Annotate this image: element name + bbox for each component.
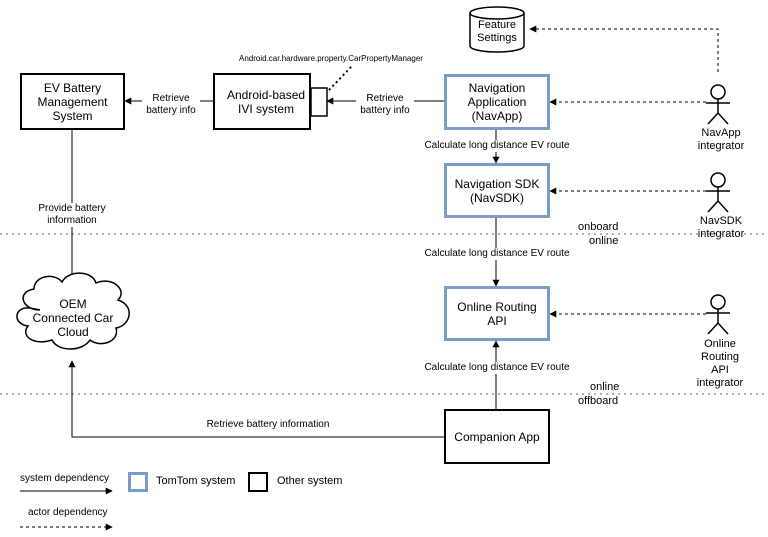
retrieve-battery-info-label-1: Retrieve battery info xyxy=(142,93,200,117)
legend-tomtom-swatch xyxy=(128,472,148,492)
navapp-integrator-actor xyxy=(706,84,730,125)
ev-battery-box: EV Battery Management System xyxy=(20,73,125,130)
routing-api-box: Online Routing API xyxy=(444,286,550,341)
calc-route-label-2: Calculate long distance EV route xyxy=(424,248,570,260)
zone-online-label-1: online xyxy=(589,235,619,247)
routing-integrator-actor xyxy=(706,294,730,335)
navapp-box: Navigation Application (NavApp) xyxy=(444,74,550,130)
calc-route-label-1: Calculate long distance EV route xyxy=(424,140,570,152)
companion-app-box: Companion App xyxy=(444,409,550,464)
car-property-manager-connector xyxy=(328,65,353,91)
oem-cloud-shape xyxy=(16,272,130,350)
legend-actor-dependency-text: actor dependency xyxy=(28,507,108,518)
legend-tomtom-text: TomTom system xyxy=(156,475,236,487)
navsdk-box: Navigation SDK (NavSDK) xyxy=(444,163,550,218)
zone-offboard-label: offboard xyxy=(578,395,619,407)
feature-settings-db xyxy=(469,6,525,53)
retrieve-battery-information-label: Retrieve battery information xyxy=(205,419,331,431)
oem-cloud-label: OEM Connected Car Cloud xyxy=(32,297,114,339)
legend-system-dependency-text: system dependency xyxy=(20,473,109,484)
ivi-label: Android-based IVI system xyxy=(227,87,306,116)
zone-online-label-2: online xyxy=(590,381,620,393)
legend-other-text: Other system xyxy=(277,475,343,487)
retrieve-battery-info-label-2: Retrieve battery info xyxy=(356,93,414,117)
navsdk-integrator-actor xyxy=(706,172,730,213)
routing-integrator-label: Online Routing API integrator xyxy=(696,338,744,389)
provide-battery-information-label: Provide battery information xyxy=(13,203,131,227)
arrow-navapp-integrator-to-feature-settings xyxy=(529,25,719,72)
calc-route-label-3: Calculate long distance EV route xyxy=(424,362,570,374)
zone-onboard-label: onboard xyxy=(578,221,619,233)
arrow-companion-to-cloud xyxy=(68,360,444,438)
navapp-integrator-label: NavApp integrator xyxy=(697,127,745,152)
ivi-box: Android-based IVI system xyxy=(213,73,311,130)
car-property-manager-label: Android.car.hardware.property.CarPropert… xyxy=(239,54,423,63)
car-property-manager-port xyxy=(310,87,328,117)
feature-settings-label: Feature Settings xyxy=(477,19,517,44)
navsdk-integrator-label: NavSDK integrator xyxy=(697,215,745,240)
legend-other-swatch xyxy=(248,472,268,492)
